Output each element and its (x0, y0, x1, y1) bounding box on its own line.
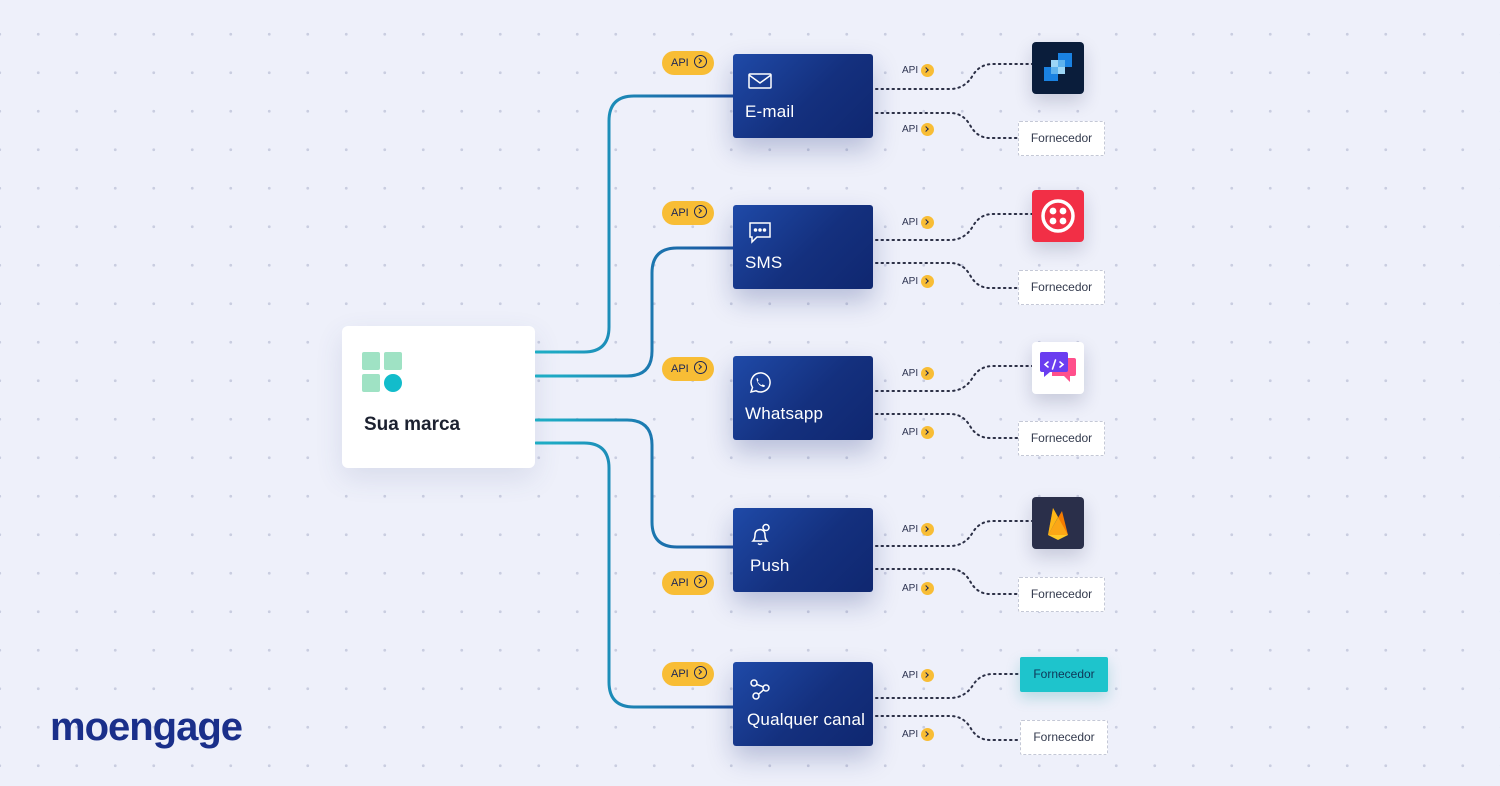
email-to-box-line (875, 112, 1019, 139)
moengage-logo: moengage (50, 705, 243, 749)
whatsapp-icon (749, 372, 771, 394)
arrow-circle-icon (921, 582, 934, 595)
brand-logo-icon (362, 352, 404, 394)
any-to-box-line (875, 715, 1021, 741)
arrow-circle-icon (921, 728, 934, 741)
arrow-circle-icon (694, 55, 707, 68)
arrow-circle-icon (694, 666, 707, 679)
channel-email: E-mail (733, 54, 873, 138)
channel-push: Push (733, 508, 873, 592)
api-pill-email: API (662, 51, 714, 75)
push-to-tile-line (875, 520, 1033, 547)
arrow-circle-icon (921, 426, 934, 439)
email-to-tile-line (875, 63, 1033, 90)
provider-box: Fornecedor (1018, 121, 1105, 156)
provider-box: Fornecedor (1018, 577, 1105, 612)
provider-box: Fornecedor (1018, 421, 1105, 456)
whatsapp-to-tile-line (875, 365, 1033, 392)
api-pill-sms: API (662, 201, 714, 225)
arrow-circle-icon (694, 361, 707, 374)
whatsapp-to-box-line (875, 413, 1019, 439)
sms-to-box-line (875, 262, 1019, 289)
brand-to-sms-line (534, 246, 735, 378)
channel-any: Qualquer canal (733, 662, 873, 746)
sendgrid-logo-icon (1032, 42, 1084, 94)
chat-bubble-icon (749, 222, 771, 244)
brand-to-email-line (534, 94, 735, 354)
api-pill-whatsapp: API (662, 357, 714, 381)
channel-whatsapp: Whatsapp (733, 356, 873, 440)
twilio-logo-icon (1032, 190, 1084, 242)
brand-to-any-line (534, 441, 735, 709)
arrow-circle-icon (694, 575, 707, 588)
share-nodes-icon (750, 679, 770, 700)
channel-sms: SMS (733, 205, 873, 289)
arrow-circle-icon (921, 216, 934, 229)
arrow-circle-icon (921, 64, 934, 77)
any-to-primary-line (875, 673, 1021, 699)
brand-card: Sua marca (342, 326, 535, 468)
provider-box-highlight: Fornecedor (1020, 657, 1108, 692)
arrow-circle-icon (921, 275, 934, 288)
brand-name: Sua marca (364, 414, 461, 435)
sms-to-tile-line (875, 213, 1033, 241)
arrow-circle-icon (921, 669, 934, 682)
arrow-circle-icon (694, 205, 707, 218)
brand-to-push-line (534, 418, 735, 549)
push-to-box-line (875, 568, 1019, 595)
mail-icon (748, 73, 772, 89)
arrow-circle-icon (921, 123, 934, 136)
code-chat-logo-icon (1032, 342, 1084, 394)
provider-box: Fornecedor (1020, 720, 1108, 755)
arrow-circle-icon (921, 523, 934, 536)
provider-box: Fornecedor (1018, 270, 1105, 305)
api-pill-any: API (662, 662, 714, 686)
arrow-circle-icon (921, 367, 934, 380)
api-pill-push: API (662, 571, 714, 595)
firebase-logo-icon (1032, 497, 1084, 549)
bell-icon (751, 523, 770, 546)
